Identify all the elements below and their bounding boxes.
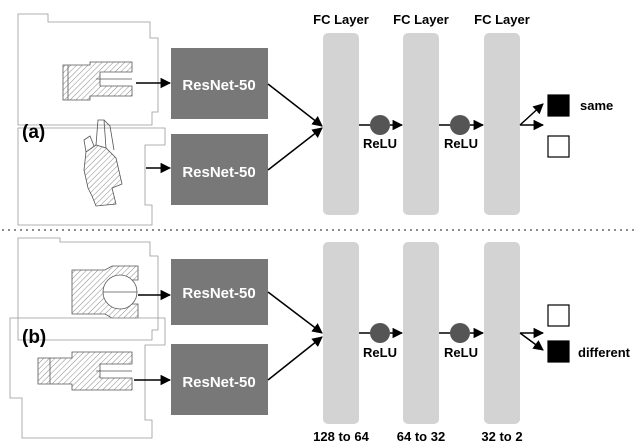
fc-layer-b3 [484,242,520,424]
output-box-b1-empty [547,304,570,327]
part-drawing-b1 [17,237,159,341]
resnet-box-a2 [171,134,268,205]
part-drawing-b2 [9,317,166,439]
fc-dims-3: 32 to 2 [481,429,522,443]
relu-label-a1: ReLU [363,136,397,151]
output-arrow-a1 [519,103,544,126]
part-drawing-a1 [17,13,159,126]
merge-arrow-b1 [267,291,323,334]
resnet-box-b2 [171,344,268,415]
fc-dims-2: 64 to 32 [397,429,445,443]
relu-node-b2 [450,323,470,343]
output-label-different: different [578,345,631,360]
output-arrow-b2 [519,332,544,351]
resnet-label-a1: ResNet-50 [182,77,255,94]
fc-title-3: FC Layer [474,12,530,27]
resnet-label-a2: ResNet-50 [182,164,255,181]
fc-title-2: FC Layer [393,12,449,27]
relu-label-a2: ReLU [444,136,478,151]
relu-node-a1 [370,115,390,135]
resnet-label-b1: ResNet-50 [182,285,255,302]
relu-label-b2: ReLU [444,345,478,360]
output-box-a1-filled [547,94,570,117]
merge-arrow-b2 [267,336,323,381]
relu-node-b1 [370,323,390,343]
output-label-same: same [580,98,613,113]
output-box-a2-empty [547,135,570,158]
fc-layer-b1 [323,242,359,424]
merge-arrow-a2 [267,127,323,171]
fc-layer-b2 [403,242,439,424]
fc-title-1: FC Layer [313,12,369,27]
output-box-b2-filled [547,340,570,363]
resnet-box-a1 [171,48,268,119]
panel-label-a: (a) [22,122,45,143]
fc-dims-1: 128 to 64 [313,429,369,443]
resnet-label-b2: ResNet-50 [182,374,255,391]
fc-layer-a2 [403,33,439,215]
panel-b: ResNet-50 ResNet-50 ReLU ReLU different … [9,237,631,439]
fc-layer-a3 [484,33,520,215]
relu-node-a2 [450,115,470,135]
part-drawing-a2 [17,119,166,226]
relu-label-b1: ReLU [363,345,397,360]
panel-label-b: (b) [22,327,46,348]
panel-a: ResNet-50 ResNet-50 ReLU ReLU same (a) [17,13,613,226]
merge-arrow-a1 [267,83,323,127]
fc-layer-a1 [323,33,359,215]
resnet-box-b1 [171,259,268,325]
